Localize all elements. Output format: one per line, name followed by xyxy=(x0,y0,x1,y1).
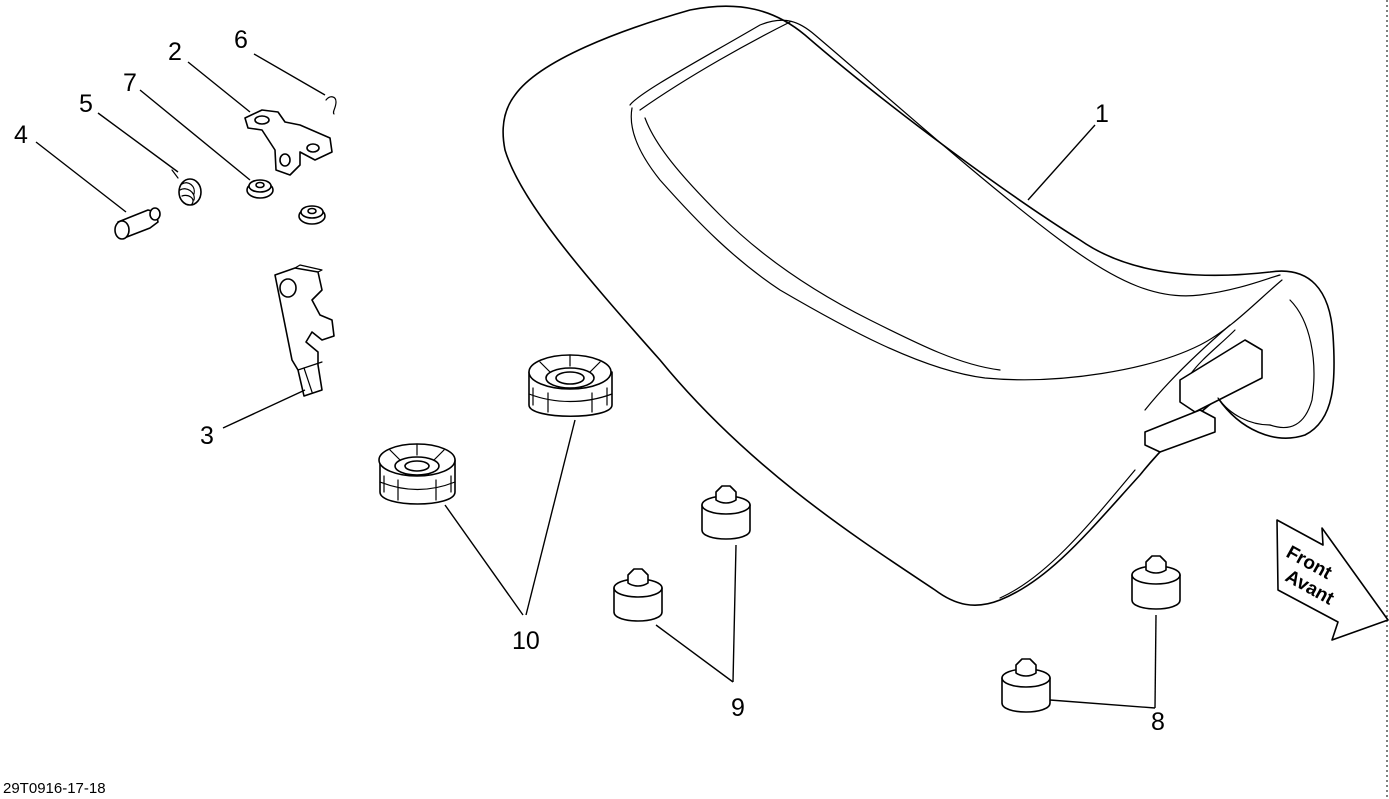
rubber-mount-lower xyxy=(378,443,456,505)
callout-2: 2 xyxy=(168,38,182,66)
bumper-9-lower xyxy=(613,568,663,622)
seat xyxy=(502,5,1335,606)
rubber-mount-upper xyxy=(528,354,613,417)
coil-spring xyxy=(171,169,202,206)
bumper-9-upper xyxy=(701,485,751,540)
callout-7: 7 xyxy=(123,69,137,97)
front-direction-arrow: Front Avant xyxy=(1276,519,1389,641)
callout-3: 3 xyxy=(200,422,214,450)
leader-lines xyxy=(35,53,1157,709)
latch-lever xyxy=(274,264,335,397)
retaining-clip xyxy=(325,96,337,115)
drawing-code: 29T0916-17-18 xyxy=(3,780,106,797)
callout-10: 10 xyxy=(512,627,540,655)
callout-5: 5 xyxy=(79,90,93,118)
pivot-pin xyxy=(114,207,161,240)
callout-9: 9 xyxy=(731,694,745,722)
bumper-8-lower xyxy=(1001,658,1051,713)
callout-1: 1 xyxy=(1095,100,1109,128)
callout-6: 6 xyxy=(234,26,248,54)
flange-nut-upper xyxy=(246,179,274,199)
callout-8: 8 xyxy=(1151,708,1165,736)
callout-labels: 1 2 3 4 5 6 7 8 9 10 xyxy=(14,26,1165,736)
flange-nut-lower xyxy=(298,205,326,225)
callout-4: 4 xyxy=(14,121,28,149)
bumper-8-upper xyxy=(1131,555,1181,610)
bracket xyxy=(244,109,333,176)
